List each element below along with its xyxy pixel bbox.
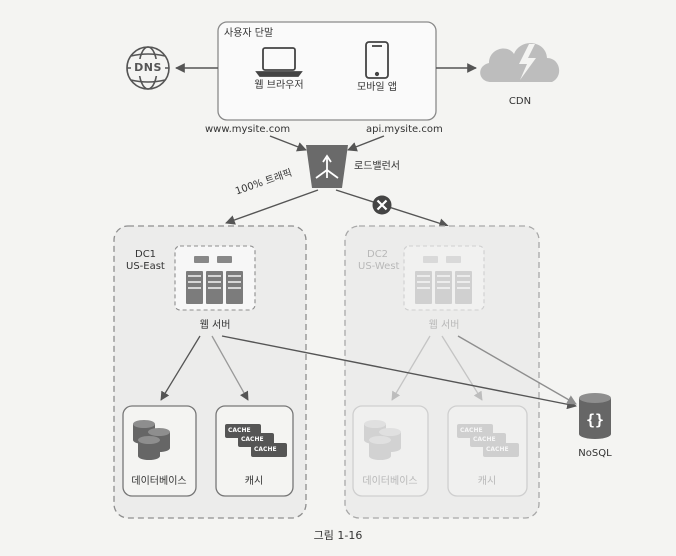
dc1-cache-tag-2: CACHE (241, 436, 264, 443)
dns-globe-icon (126, 46, 170, 90)
failed-route-icon (372, 195, 392, 215)
figure-caption: 그림 1-16 (313, 529, 363, 542)
dc1-database-label: 데이터베이스 (131, 476, 187, 487)
load-balancer-label: 로드밸런서 (354, 161, 400, 172)
dc1-server-rack-icon (186, 256, 243, 304)
dc1-webserver-label: 웹 서버 (199, 320, 231, 331)
web-domain-label: www.mysite.com (205, 124, 291, 135)
dc2-region: US-West (358, 261, 400, 272)
dc1-cache-icon (225, 424, 287, 457)
dc2-database-label: 데이터베이스 (362, 476, 418, 487)
nosql-database-icon: {} (579, 393, 611, 439)
client-box-label: 사용자 단말 (224, 28, 274, 39)
mobile-phone-icon (365, 41, 389, 79)
svg-text:{}: {} (586, 411, 604, 429)
dc2-cache-tag-2: CACHE (473, 436, 496, 443)
mobile-app-label: 모바일 앱 (357, 82, 397, 93)
cdn-cloud-icon (480, 43, 560, 82)
dc1-region: US-East (126, 261, 165, 272)
dc2-database-icon (364, 420, 401, 460)
laptop-icon (255, 47, 303, 77)
dc1-name: DC1 (135, 249, 157, 260)
dc1-cache-tag-3: CACHE (254, 446, 277, 453)
api-domain-label: api.mysite.com (366, 124, 443, 135)
dc2-cache-tag-1: CACHE (460, 427, 483, 434)
dc2-name: DC2 (367, 249, 389, 260)
dc1-cache-tag-1: CACHE (228, 427, 251, 434)
web-browser-label: 웹 브라우저 (254, 80, 304, 91)
load-balancer-icon (306, 145, 348, 188)
dns-label: DNS (134, 61, 162, 74)
dc2-server-rack-icon (415, 256, 472, 304)
cdn-label: CDN (508, 96, 532, 107)
dc2-cache-icon (457, 424, 519, 457)
dc1-database-icon (133, 420, 170, 460)
nosql-label: NoSQL (578, 448, 612, 459)
dc2-cache-tag-3: CACHE (486, 446, 509, 453)
dc1-cache-label: 캐시 (244, 476, 264, 487)
dc2-webserver-label: 웹 서버 (428, 320, 460, 331)
dc2-cache-label: 캐시 (477, 476, 497, 487)
